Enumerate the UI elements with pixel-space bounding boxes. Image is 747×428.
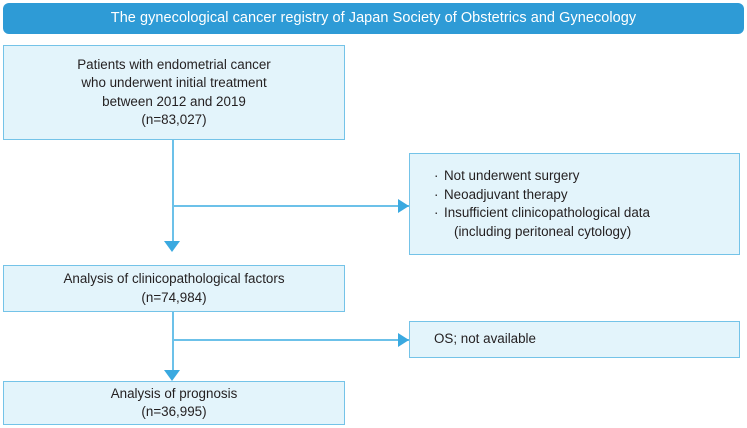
prognosis-analysis-box: Analysis of prognosis (n=36,995)	[3, 381, 345, 425]
exclusion-item-1: · Not underwent surgery	[434, 167, 579, 186]
exclusion-item-2: · Neoadjuvant therapy	[434, 186, 568, 205]
registry-header-title: The gynecological cancer registry of Jap…	[110, 9, 637, 26]
connector-branch-to-exclusion1	[172, 205, 409, 208]
cohort-line-2: who underwent initial treatment	[81, 75, 267, 90]
prognosis-count: (n=36,995)	[141, 404, 207, 419]
exclusion-item-1-text: Not underwent surgery	[444, 168, 580, 183]
arrowhead-right-to-exclusion2-icon	[398, 333, 409, 347]
cohort-line-1: Patients with endometrial cancer	[77, 56, 271, 72]
exclusion-item-2-text: Neoadjuvant therapy	[444, 186, 568, 202]
cohort-line-3: between 2012 and 2019	[102, 93, 246, 109]
connector-trunk-cohort-to-analysis	[172, 140, 175, 241]
registry-header-banner: The gynecological cancer registry of Jap…	[3, 3, 744, 34]
connector-trunk-analysis-to-prognosis	[172, 312, 175, 377]
connector-branch-to-exclusion2	[172, 339, 409, 342]
bullet-marker-icon: ·	[434, 168, 439, 183]
exclusion-item-3: · Insufficient clinicopathological data …	[434, 204, 650, 241]
os-exclusion-box: OS; not available	[409, 321, 740, 358]
arrowhead-down-to-prognosis-icon	[164, 370, 180, 381]
study-cohort-box: Patients with endometrial cancer who und…	[3, 45, 345, 140]
analysis-line-1: Analysis of clinicopathological factors	[63, 271, 285, 286]
exclusion-item-3-group: Insufficient clinicopathological data (i…	[444, 204, 650, 241]
os-exclusion-text: OS; not available	[434, 331, 536, 347]
exclusion-item-3-subtext: (including peritoneal cytology)	[454, 223, 632, 239]
bullet-marker-icon: ·	[434, 186, 439, 202]
arrowhead-right-to-exclusion1-icon	[398, 199, 409, 213]
analysis-count: (n=74,984)	[141, 289, 207, 305]
cohort-count: (n=83,027)	[141, 112, 207, 127]
bullet-marker-icon: ·	[434, 205, 439, 220]
prognosis-line-1: Analysis of prognosis	[110, 385, 238, 401]
exclusion-item-3-text: Insufficient clinicopathological data	[444, 205, 650, 220]
arrowhead-down-to-analysis-icon	[164, 241, 180, 252]
exclusion-criteria-box: · Not underwent surgery · Neoadjuvant th…	[409, 153, 740, 255]
clinicopathological-analysis-box: Analysis of clinicopathological factors …	[3, 265, 345, 312]
